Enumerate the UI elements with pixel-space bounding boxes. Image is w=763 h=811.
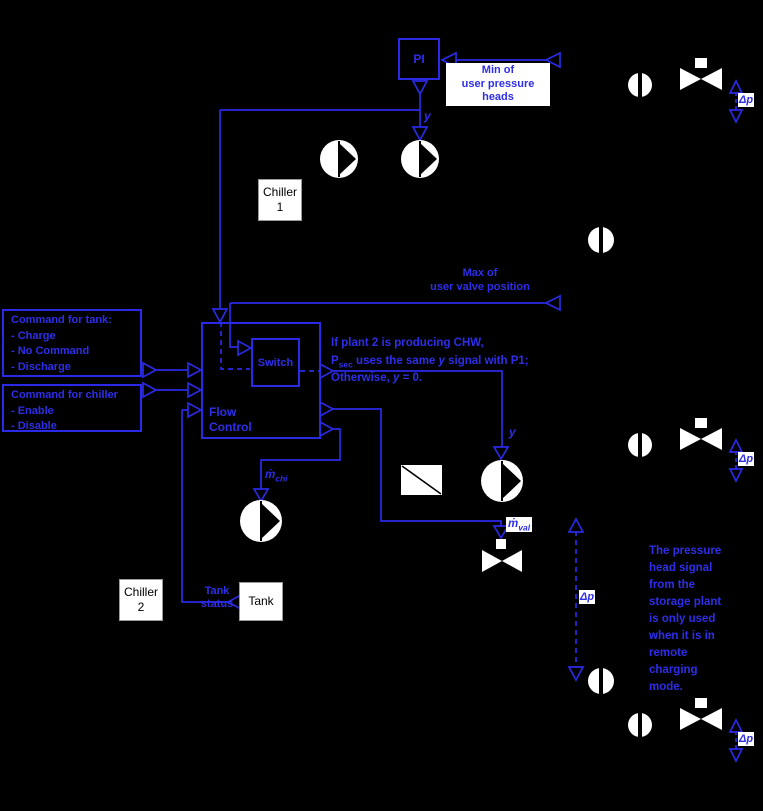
tank-command-box[interactable]: Command for tank: - Charge - No Command … [2, 309, 142, 377]
arrow-right-icon [187, 361, 203, 379]
arrow-down-icon [411, 80, 429, 96]
arrow-down-icon [728, 468, 744, 483]
chiller-command-item: - Enable [11, 404, 54, 417]
delta-p-label: Δp [738, 452, 755, 466]
chiller2-box[interactable]: Chiller 2 [119, 579, 163, 621]
max-valve-label: Max of user valve position [430, 267, 530, 293]
arrow-left-icon [544, 51, 561, 69]
arrow-down-icon [492, 525, 510, 540]
valve-icon[interactable] [482, 539, 522, 572]
pressure-head-note: The pressure head signal from the storag… [649, 545, 722, 693]
arrow-down-icon [411, 126, 429, 142]
delta-p-label: Δp [738, 93, 755, 107]
arrow-down-icon [728, 109, 744, 124]
chiller-command-title: Command for chiller [11, 389, 118, 401]
arrow-up-icon [728, 79, 744, 94]
arrow-down-icon [492, 446, 510, 461]
plant2-note: If plant 2 is producing CHW, Psec uses t… [331, 335, 556, 388]
pipe-connector-icon[interactable] [628, 73, 652, 97]
plant2-note-line2: Psec uses the same y signal with P1; [331, 354, 529, 369]
pipe-connector-icon[interactable] [628, 433, 652, 457]
tank-command-item: - Charge [11, 329, 56, 342]
arrow-up-icon [728, 438, 744, 453]
arrow-up-icon [728, 718, 744, 733]
pipe-connector-icon[interactable] [588, 227, 614, 253]
pump-icon[interactable] [240, 500, 282, 542]
tank-status-label: Tank status [200, 585, 234, 610]
arrow-up-icon [567, 517, 585, 533]
tank-command-item: - No Command [11, 345, 90, 357]
arrow-right-icon [187, 401, 203, 419]
plant2-note-line3: Otherwise, y = 0. [331, 372, 423, 384]
arrow-right-icon [319, 420, 335, 438]
min-pressure-label: Min of user pressure heads [446, 63, 550, 106]
valve-icon[interactable] [680, 58, 722, 90]
switch-block-label: Switch [257, 356, 294, 369]
arrow-left-icon [544, 294, 561, 312]
pump-icon[interactable] [320, 140, 358, 178]
arrow-right-icon [142, 361, 158, 379]
chiller-command-item: - Disable [11, 420, 57, 432]
pump-icon[interactable] [481, 460, 523, 502]
tank-command-item: - Discharge [11, 360, 71, 373]
valve-icon[interactable] [680, 418, 722, 450]
y-signal-label: y [509, 425, 516, 439]
pipe-connector-icon[interactable] [628, 713, 652, 737]
gain-block-icon[interactable] [401, 465, 442, 495]
chiller-command-box[interactable]: Command for chiller - Enable - Disable [2, 384, 142, 432]
arrow-down-icon [252, 488, 270, 503]
arrow-icons [142, 51, 744, 763]
flow-control-label: Flow Control [209, 405, 252, 434]
pipe-connector-icon[interactable] [588, 668, 614, 694]
y-signal-label: y [424, 109, 431, 123]
tank-box[interactable]: Tank [239, 582, 283, 621]
arrow-right-icon [187, 381, 203, 399]
pump-icon[interactable] [401, 140, 439, 178]
arrow-right-icon [237, 339, 253, 357]
pi-block-label: PI [413, 52, 425, 66]
m-chi-label: ṁchi [265, 469, 288, 484]
arrow-down-icon [728, 748, 744, 763]
arrow-down-icon [211, 308, 229, 324]
switch-block[interactable]: Switch [251, 338, 300, 387]
arrow-down-icon [567, 666, 585, 682]
valve-icon[interactable] [680, 698, 722, 730]
pi-controller-block[interactable]: PI [398, 38, 440, 80]
arrow-right-icon [319, 400, 335, 418]
tank-command-title: Command for tank: [11, 314, 112, 326]
delta-p-label: Δp [579, 590, 596, 604]
plant2-note-line1: If plant 2 is producing CHW, [331, 337, 484, 349]
flow-control-block[interactable]: Flow Control [201, 322, 321, 439]
m-val-label: ṁval [506, 517, 533, 533]
delta-p-label: Δp [738, 732, 755, 746]
arrow-right-icon [142, 381, 158, 399]
chiller1-box[interactable]: Chiller 1 [258, 179, 302, 221]
